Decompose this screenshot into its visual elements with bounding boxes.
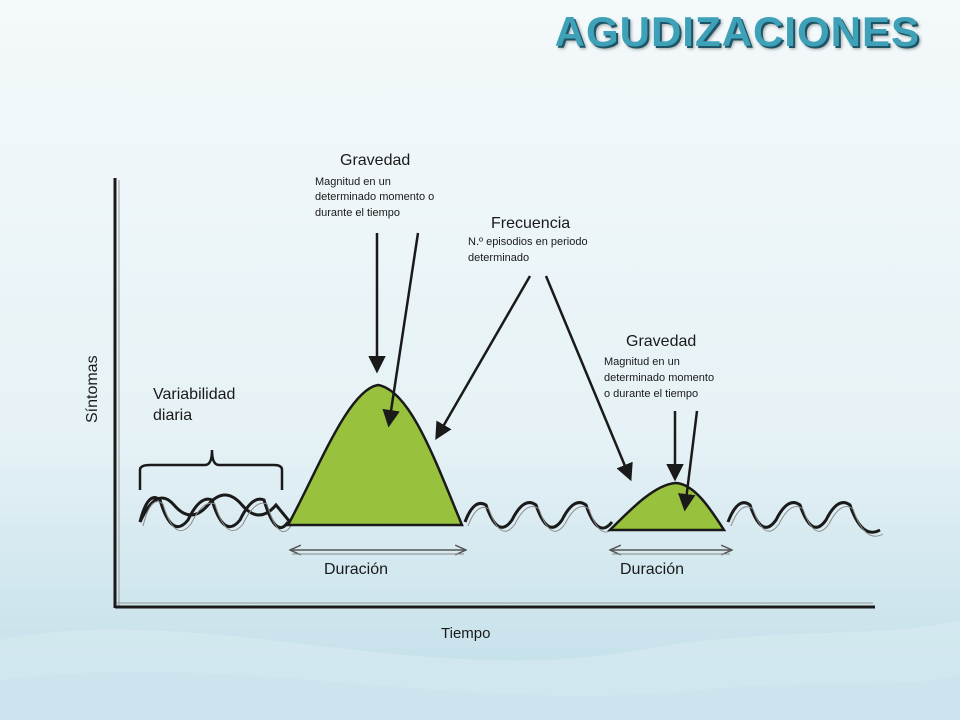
duration-1-label: Duración bbox=[324, 561, 388, 578]
slide-title: AGUDIZACIONES bbox=[554, 8, 920, 55]
exacerbation-peak-large bbox=[285, 383, 464, 527]
axes bbox=[113, 178, 875, 609]
variability-label-line1: Variabilidad bbox=[153, 386, 235, 403]
x-axis-label: Tiempo bbox=[441, 625, 490, 642]
severity-2-desc-line1: Magnitud en un bbox=[604, 356, 680, 368]
severity-1-desc-line3: durante el tiempo bbox=[315, 207, 400, 219]
severity-2-desc-line3: o durante el tiempo bbox=[604, 388, 698, 400]
frequency-title: Frecuencia bbox=[491, 215, 570, 232]
frequency-arrows bbox=[435, 275, 633, 482]
severity-1-title: Gravedad bbox=[340, 152, 410, 169]
variability-label-line2: diaria bbox=[153, 407, 192, 424]
severity-2-desc-line2: determinado momento bbox=[604, 372, 714, 384]
severity-1-arrows bbox=[368, 232, 420, 428]
duration-2-label: Duración bbox=[620, 561, 684, 578]
y-axis-label: Síntomas bbox=[84, 355, 101, 423]
duration-1-arrow bbox=[290, 550, 466, 554]
severity-1-desc-line2: determinado momento o bbox=[315, 191, 434, 203]
severity-2-title: Gravedad bbox=[626, 333, 696, 350]
exacerbation-peak-small bbox=[606, 481, 727, 532]
daily-variability-waves bbox=[138, 493, 881, 534]
frequency-desc-line1: N.º episodios en periodo bbox=[468, 236, 588, 248]
duration-2-arrow bbox=[610, 550, 732, 554]
variability-brace bbox=[138, 449, 284, 490]
severity-2-arrows bbox=[666, 410, 699, 512]
frequency-desc-line2: determinado bbox=[468, 252, 529, 264]
severity-1-desc-line1: Magnitud en un bbox=[315, 176, 391, 188]
daily-variability-waves-shadow bbox=[142, 501, 884, 537]
